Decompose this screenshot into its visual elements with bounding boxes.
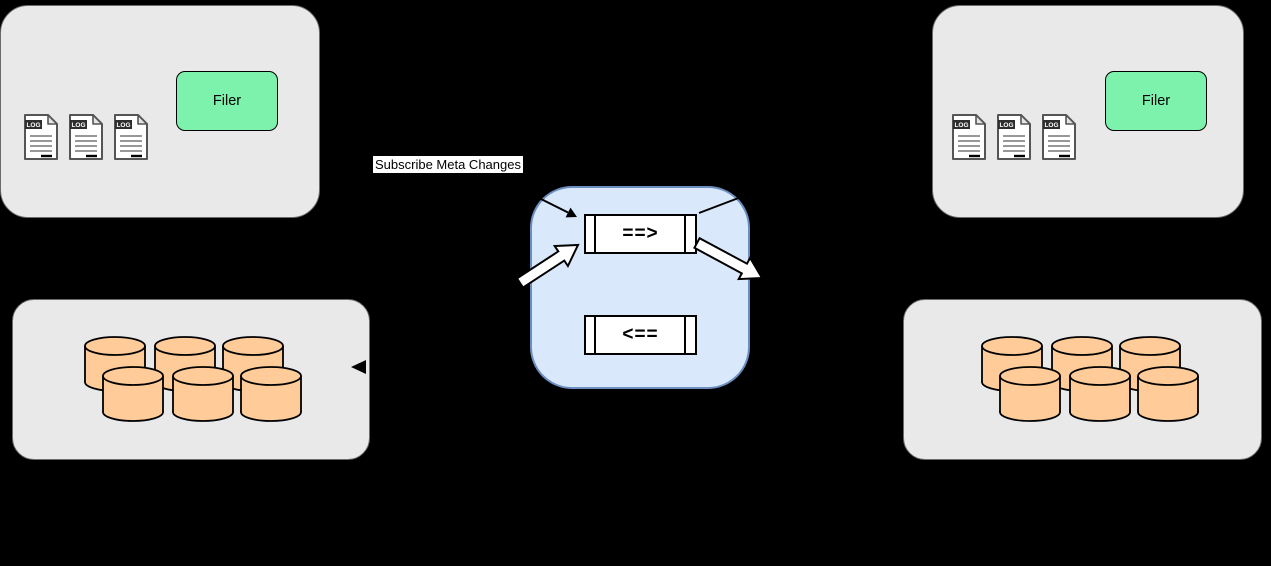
log-file-icon: LOG	[114, 114, 148, 160]
subscribe-meta-changes-label: Subscribe Meta Changes	[373, 156, 523, 173]
left-volume-server-box	[12, 299, 370, 460]
log-file-icon: LOG	[997, 114, 1031, 160]
log-file-icon: LOG	[1042, 114, 1076, 160]
log-file-icon: LOG	[24, 114, 58, 160]
left-filer-cluster-box: LOG LOG LOG	[0, 5, 320, 218]
volume-cylinder	[999, 366, 1061, 422]
log-badge-label: LOG	[999, 122, 1013, 129]
right-volume-server-box	[903, 299, 1262, 460]
sync-queue-backward: <==	[584, 315, 697, 355]
volume-cylinder	[172, 366, 234, 422]
sync-queue-forward-label: ==>	[622, 223, 659, 244]
volume-cylinder	[240, 366, 302, 422]
log-file-icon: LOG	[69, 114, 103, 160]
volume-cylinder	[1137, 366, 1199, 422]
right-filer-label: Filer	[1141, 93, 1171, 109]
sync-hub-box: ==> <==	[530, 186, 750, 389]
volume-cylinder	[102, 366, 164, 422]
right-filer-cluster-box: LOG LOG LOG	[932, 5, 1244, 218]
left-filer-box: Filer	[176, 71, 278, 131]
sync-queue-forward: ==>	[584, 214, 697, 254]
log-badge-label: LOG	[954, 122, 968, 129]
log-file-icon: LOG	[952, 114, 986, 160]
right-filer-box: Filer	[1105, 71, 1207, 131]
sync-queue-backward-label: <==	[622, 324, 659, 345]
log-badge-label: LOG	[26, 122, 40, 129]
log-badge-label: LOG	[1044, 122, 1058, 129]
log-badge-label: LOG	[71, 122, 85, 129]
left-filer-label: Filer	[212, 93, 242, 109]
volume-cylinder	[1069, 366, 1131, 422]
log-badge-label: LOG	[116, 122, 130, 129]
